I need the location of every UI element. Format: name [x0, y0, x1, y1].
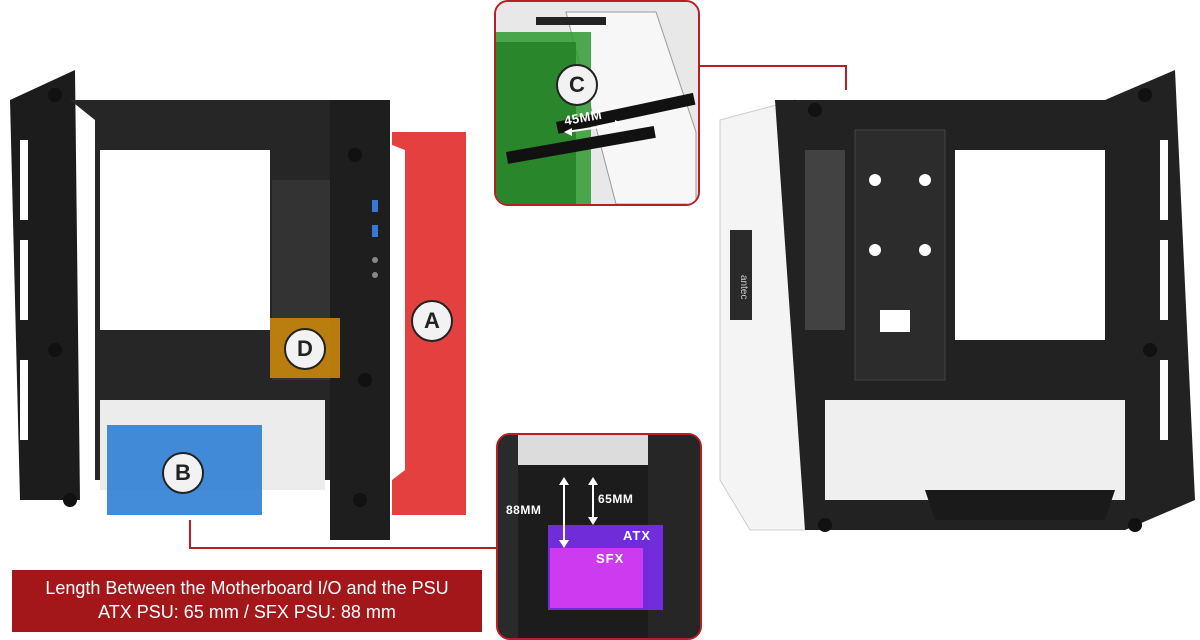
marker-d: D: [284, 328, 326, 370]
measurement-88mm: 88MM: [506, 503, 542, 517]
atx-label: ATX: [623, 528, 652, 543]
left-case-image: [0, 60, 480, 560]
callout-c-detail: C 45MM: [494, 0, 700, 206]
sfx-label: SFX: [596, 551, 625, 566]
measurement-65mm: 65MM: [598, 492, 634, 506]
marker-a: A: [411, 300, 453, 342]
marker-b: B: [162, 452, 204, 494]
callout-psu-detail: 88MM 65MM ATX SFX: [496, 433, 702, 640]
caption-banner: Length Between the Motherboard I/O and t…: [12, 570, 482, 632]
caption-line-2: ATX PSU: 65 mm / SFX PSU: 88 mm: [98, 602, 396, 622]
brand-logo: antec: [738, 275, 749, 299]
right-case-image: antec: [705, 60, 1200, 560]
caption-line-1: Length Between the Motherboard I/O and t…: [45, 578, 449, 598]
marker-c: C: [556, 64, 598, 106]
